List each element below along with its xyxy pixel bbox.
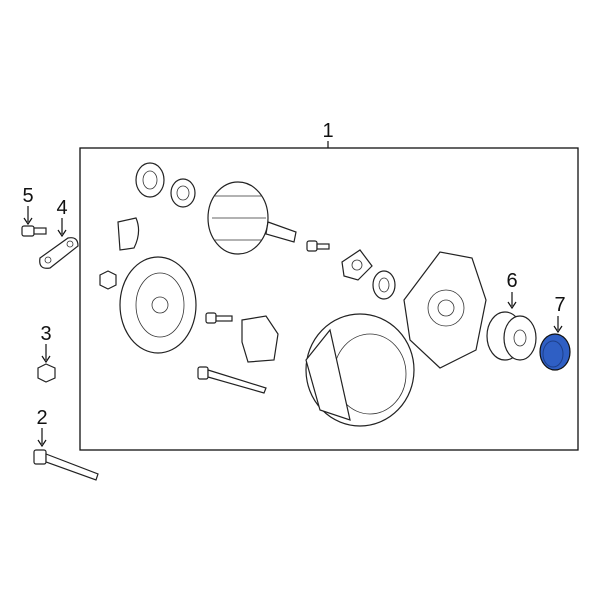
internal-parts: [99, 162, 487, 427]
callout-2[interactable]: 2: [36, 407, 48, 448]
svg-text:3: 3: [40, 323, 51, 345]
svg-text:4: 4: [56, 197, 67, 219]
cap-part-7-highlighted[interactable]: [539, 333, 571, 371]
callout-3[interactable]: 3: [40, 323, 52, 364]
svg-text:2: 2: [36, 407, 47, 429]
assembly-frame: [79, 147, 579, 451]
bracket-part-4[interactable]: [39, 237, 79, 269]
callout-4[interactable]: 4: [56, 197, 68, 238]
svg-text:5: 5: [22, 185, 33, 207]
svg-text:7: 7: [554, 294, 565, 316]
callout-7[interactable]: 7: [553, 294, 566, 334]
callout-1[interactable]: 1: [322, 120, 334, 148]
callout-5[interactable]: 5: [22, 185, 34, 226]
nut-part-3[interactable]: [37, 363, 56, 383]
bolt-part-5[interactable]: [21, 225, 47, 237]
long-bolt-part-2[interactable]: [33, 449, 99, 481]
pulley-part-6[interactable]: [486, 311, 537, 361]
svg-text:6: 6: [506, 270, 517, 292]
callout-6[interactable]: 6: [506, 270, 518, 310]
svg-text:1: 1: [322, 120, 333, 142]
